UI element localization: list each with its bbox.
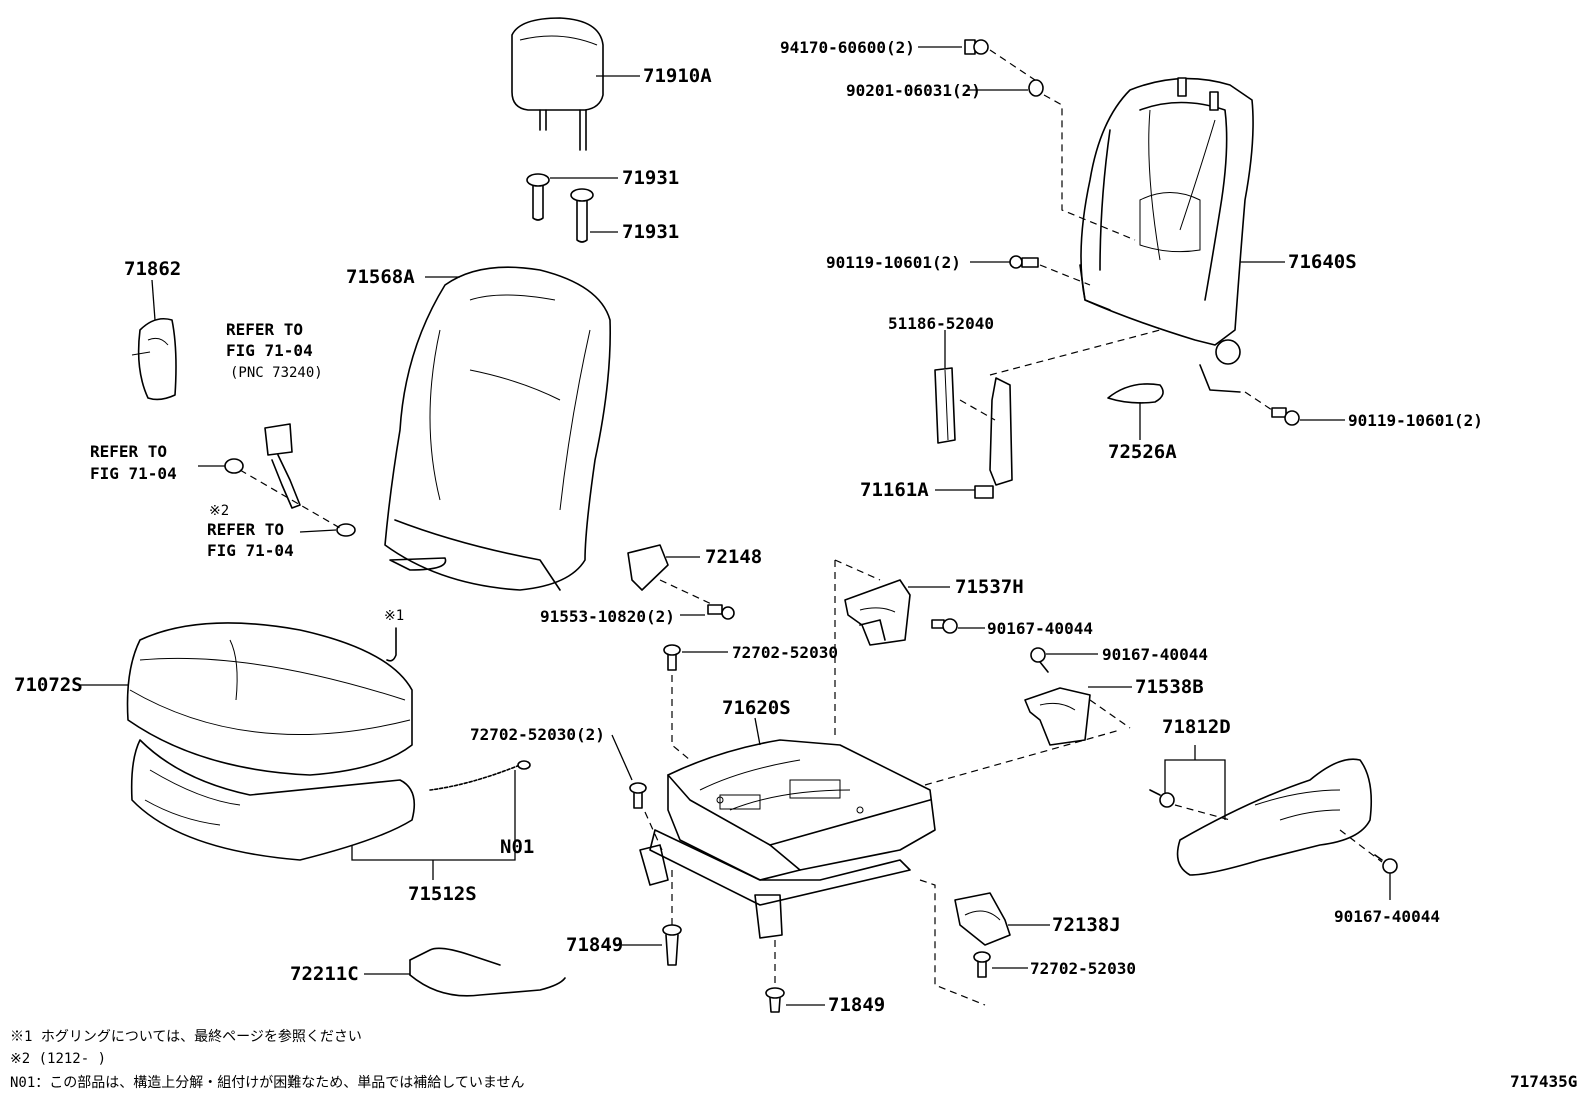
bracket-71161A-drawing bbox=[974, 377, 1013, 499]
label-72702-52030-a: 72702-52030 bbox=[732, 643, 838, 662]
label-71910A: 71910A bbox=[643, 65, 712, 87]
label-71931-lower: 71931 bbox=[622, 221, 679, 243]
label-90167-40044-a: 90167-40044 bbox=[987, 619, 1093, 638]
cover-71538B-drawing bbox=[1024, 687, 1091, 746]
screw-71812-clip-drawing bbox=[1149, 789, 1175, 808]
label-71640S: 71640S bbox=[1288, 251, 1357, 273]
knob-72526A-drawing bbox=[1107, 383, 1164, 404]
mark-2: ※2 bbox=[209, 503, 229, 519]
footnote-1: ※1 ホグリングについては、最終ページを参照ください bbox=[10, 1028, 362, 1045]
hog-ring-drawing bbox=[386, 627, 397, 662]
label-71620S: 71620S bbox=[722, 697, 791, 719]
leg-71849-a-drawing bbox=[662, 924, 682, 966]
label-71072S: 71072S bbox=[14, 674, 83, 696]
headrest-drawing bbox=[511, 17, 604, 151]
headrest-guide-drawing bbox=[526, 173, 594, 243]
refer-left2-line1: REFER TO bbox=[207, 520, 284, 539]
label-72526A: 72526A bbox=[1108, 441, 1177, 463]
clip-72702-b-drawing bbox=[629, 782, 647, 809]
cushion-cover-drawing bbox=[126, 622, 413, 776]
bolt-90119-b-drawing bbox=[1271, 407, 1300, 426]
label-71862: 71862 bbox=[124, 258, 181, 280]
footnote-2: ※2 (1212- ) bbox=[10, 1051, 106, 1067]
label-72148: 72148 bbox=[705, 546, 762, 568]
label-71931-upper: 71931 bbox=[622, 167, 679, 189]
refer-left1-line1: REFER TO bbox=[90, 442, 167, 461]
label-90119-10601-a: 90119-10601(2) bbox=[826, 253, 961, 272]
bolt-94170-drawing bbox=[964, 39, 989, 55]
label-90167-40044-b: 90167-40044 bbox=[1102, 645, 1208, 664]
bracket-51186-drawing bbox=[934, 367, 956, 444]
cover-72148-drawing bbox=[627, 544, 669, 591]
label-71161A: 71161A bbox=[860, 479, 929, 501]
shield-71812D-drawing bbox=[1176, 758, 1373, 876]
wire-drawing bbox=[409, 947, 501, 966]
cushion-pad-drawing bbox=[130, 739, 531, 861]
seat-adjuster-drawing bbox=[639, 739, 936, 939]
label-72702-52030-b: 72702-52030(2) bbox=[470, 725, 605, 744]
label-90201-06031: 90201-06031(2) bbox=[846, 81, 981, 100]
label-71568A: 71568A bbox=[346, 266, 415, 288]
screw-90167-c-drawing bbox=[1374, 854, 1398, 874]
label-90119-10601-b: 90119-10601(2) bbox=[1348, 411, 1483, 430]
cover-72138J-drawing bbox=[954, 892, 1011, 946]
label-72211C: 72211C bbox=[290, 963, 359, 985]
footnote-3: N01：この部品は、構造上分解・組付けが困難なため、単品では補給していません bbox=[10, 1075, 524, 1091]
screw-90167-b-drawing bbox=[1030, 647, 1049, 673]
leg-71849-b-drawing bbox=[765, 987, 785, 1013]
label-N01: N01 bbox=[500, 836, 534, 858]
washer-90201-drawing bbox=[1028, 79, 1044, 97]
refer-belt-line2: FIG 71-04 bbox=[226, 341, 313, 360]
refer-left1-line2: FIG 71-04 bbox=[90, 464, 177, 483]
figure-code: 717435G bbox=[1510, 1072, 1577, 1091]
label-51186-52040: 51186-52040 bbox=[888, 314, 994, 333]
seatback-frame-drawing bbox=[1079, 77, 1254, 393]
label-71537H: 71537H bbox=[955, 576, 1024, 598]
label-94170-60600: 94170-60600(2) bbox=[780, 38, 915, 57]
cover-71537H-drawing bbox=[844, 579, 911, 646]
label-71812D: 71812D bbox=[1162, 716, 1231, 738]
label-72138J: 72138J bbox=[1052, 914, 1121, 936]
bolt-91553-drawing bbox=[707, 604, 735, 620]
clip-72702-c-drawing bbox=[973, 951, 991, 978]
label-71512S: 71512S bbox=[408, 883, 477, 905]
side-cover-71862-drawing bbox=[131, 317, 177, 401]
refer-belt-pnc: (PNC 73240) bbox=[230, 365, 323, 381]
label-71849-a: 71849 bbox=[566, 934, 623, 956]
refer-belt-line1: REFER TO bbox=[226, 320, 303, 339]
bolt-90119-a-drawing bbox=[1009, 255, 1039, 269]
seatback-cover-drawing bbox=[384, 266, 612, 591]
mark-1: ※1 bbox=[384, 608, 404, 624]
label-91553-10820: 91553-10820(2) bbox=[540, 607, 675, 626]
label-90167-40044-c: 90167-40044 bbox=[1334, 907, 1440, 926]
screw-90167-a-drawing bbox=[931, 618, 958, 634]
label-71849-b: 71849 bbox=[828, 994, 885, 1016]
label-72702-52030-c: 72702-52030 bbox=[1030, 959, 1136, 978]
label-71538B: 71538B bbox=[1135, 676, 1204, 698]
refer-left2-line2: FIG 71-04 bbox=[207, 541, 294, 560]
clip-72702-a-drawing bbox=[663, 644, 681, 671]
